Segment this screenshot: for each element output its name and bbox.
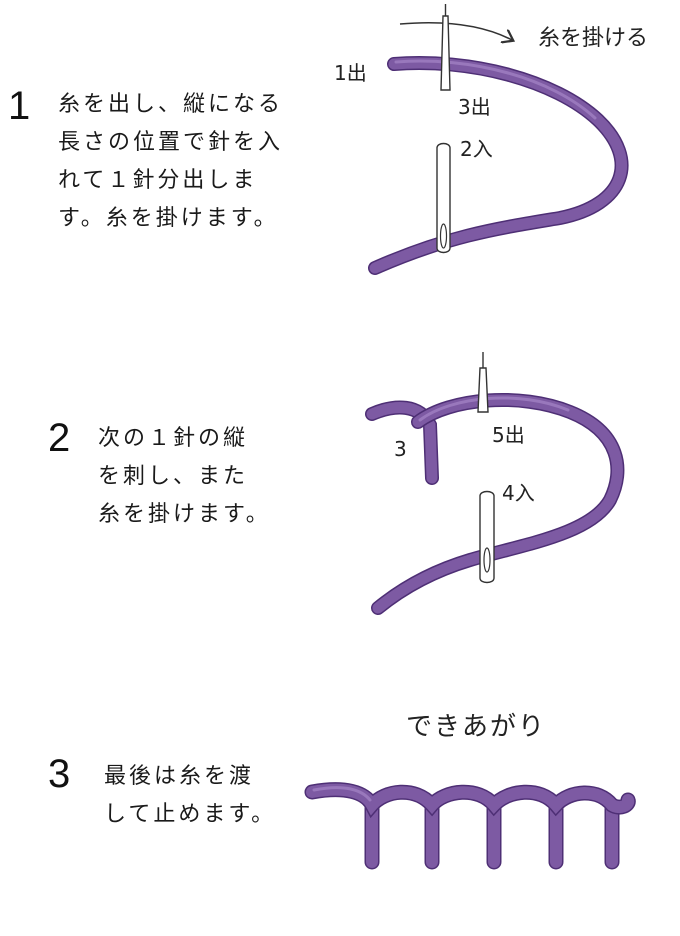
label-3: 3 xyxy=(394,437,407,461)
label-5-out: 5出 xyxy=(492,423,525,447)
needle-upper xyxy=(440,15,451,91)
step-3-number: 3 xyxy=(48,752,71,796)
step-1-illustration xyxy=(368,4,629,275)
label-4-in: 4入 xyxy=(502,481,535,505)
label-2-in: 2入 xyxy=(460,137,493,161)
step-1-instruction: 糸を出し、縦になる 長さの位置で針を入 れて１針分出しま す。糸を掛けます。 xyxy=(58,92,284,231)
label-hook: 糸を掛ける xyxy=(538,26,649,51)
needle-lower-2 xyxy=(479,490,495,584)
needle-lower xyxy=(436,142,451,254)
label-1-out: 1出 xyxy=(334,61,367,85)
step-1-number: 1 xyxy=(8,84,31,128)
label-finished: できあがり xyxy=(406,712,547,742)
hook-arrow xyxy=(399,21,512,40)
thread-loop xyxy=(368,56,629,275)
step-3-illustration xyxy=(304,782,636,870)
step-3-instruction: 最後は糸を渡 して止めます。 xyxy=(104,764,277,827)
needle-upper-2 xyxy=(477,367,489,413)
step-2-illustration xyxy=(365,352,625,615)
step-2-number: 2 xyxy=(48,416,71,460)
step-2-instruction: 次の１針の縦 を刺し、また 糸を掛けます。 xyxy=(98,426,271,527)
label-3-out: 3出 xyxy=(458,95,491,119)
